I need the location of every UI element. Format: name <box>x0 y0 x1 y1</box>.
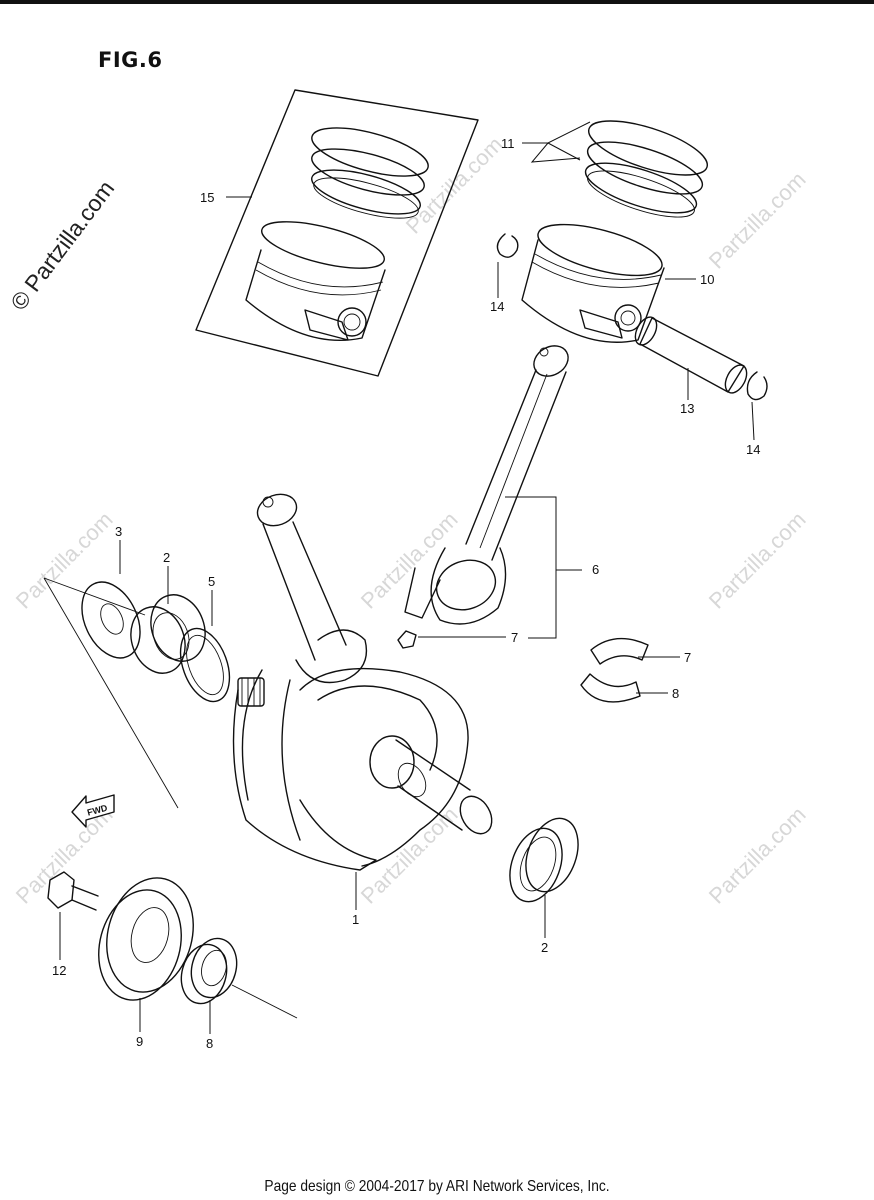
callout-3: 3 <box>115 524 122 539</box>
top-border <box>0 0 874 4</box>
assembly-guide-lines <box>43 577 298 1019</box>
crankshaft <box>232 493 493 871</box>
piston-pin-clips <box>496 233 768 401</box>
callout-15: 15 <box>200 190 214 205</box>
watermark-corner: © Partzilla.com <box>5 176 119 315</box>
callout-4: 5 <box>208 574 215 589</box>
callout-7: 7 <box>684 650 691 665</box>
main-bearing-right <box>509 817 579 903</box>
watermark: Partzilla.com <box>356 507 463 614</box>
watermark: Partzilla.com <box>401 132 508 239</box>
callout-2: 2 <box>541 940 548 955</box>
forward-direction-arrow: FWD <box>71 794 115 828</box>
connecting-rod <box>397 345 569 649</box>
callout-labels: 15 11 10 14 13 14 6 7 7 8 3 2 5 1 2 12 9… <box>52 136 760 1051</box>
connecting-rod-bearings <box>580 637 649 703</box>
callout-14: 14 <box>490 299 504 314</box>
watermark: Partzilla.com <box>11 802 118 909</box>
callout-11: 10 <box>700 272 714 287</box>
callout-1: 1 <box>352 912 359 927</box>
piston-set-box <box>195 89 479 377</box>
watermark: Partzilla.com <box>704 507 811 614</box>
callout-9: 9 <box>136 1034 143 1049</box>
callout-2: 2 <box>163 550 170 565</box>
starter-gear-group <box>47 871 238 1005</box>
watermark: Partzilla.com <box>356 802 463 909</box>
callout-10: 12 <box>52 963 66 978</box>
leader-lines <box>59 121 755 1034</box>
callout-7: 8 <box>672 686 679 701</box>
callout-8: 8 <box>206 1036 213 1051</box>
watermark: Partzilla.com <box>11 507 118 614</box>
piston-rings <box>584 120 708 218</box>
page-footer: Page design © 2004-2017 by ARI Network S… <box>264 1178 610 1195</box>
crank-side-parts <box>81 581 231 703</box>
callout-5: 6 <box>592 562 599 577</box>
callout-6: 7 <box>511 630 518 645</box>
watermark: Partzilla.com <box>704 802 811 909</box>
piston-pin <box>634 316 748 394</box>
callout-12: 11 <box>501 136 515 151</box>
callout-13: 13 <box>680 401 694 416</box>
watermark: Partzilla.com <box>704 167 811 274</box>
figure-title: FIG.6 <box>98 48 163 72</box>
piston <box>521 223 665 343</box>
callout-14: 14 <box>746 442 760 457</box>
